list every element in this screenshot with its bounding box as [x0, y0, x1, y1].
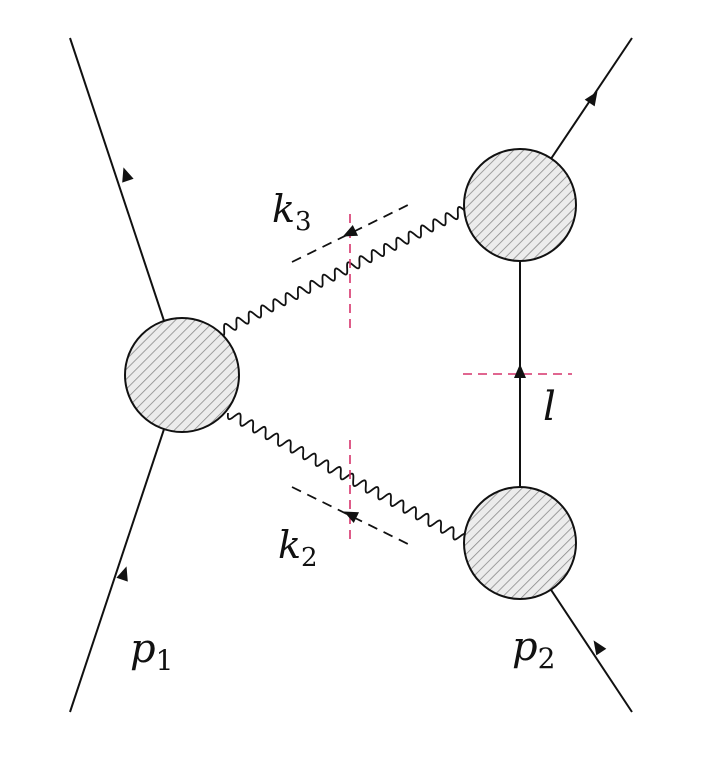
momentum-line-k2 — [291, 486, 411, 546]
external-line-top-left — [69, 37, 183, 376]
arrow-head-k3 — [342, 224, 359, 237]
blob-left — [124, 317, 240, 433]
momentum-line-k3 — [291, 203, 411, 263]
label-p1: p1 — [130, 626, 173, 677]
label-p2: p2 — [512, 624, 555, 675]
arrow-head-top-left — [122, 167, 134, 183]
arrow-head-top-right — [584, 91, 598, 107]
photon-line-k2 — [226, 412, 468, 541]
label-k2: k2 — [278, 523, 318, 573]
arrow-head-l — [514, 364, 526, 378]
external-line-p1 — [69, 374, 183, 713]
photon-line-k3 — [217, 206, 465, 337]
arrow-head-p1 — [116, 566, 128, 582]
label-l: l — [543, 384, 556, 430]
blob-bottom-right — [463, 486, 577, 600]
blob-top-right — [463, 148, 577, 262]
arrow-head-k2 — [343, 511, 360, 524]
arrow-head-p2 — [593, 640, 607, 656]
label-k3: k3 — [272, 187, 312, 237]
